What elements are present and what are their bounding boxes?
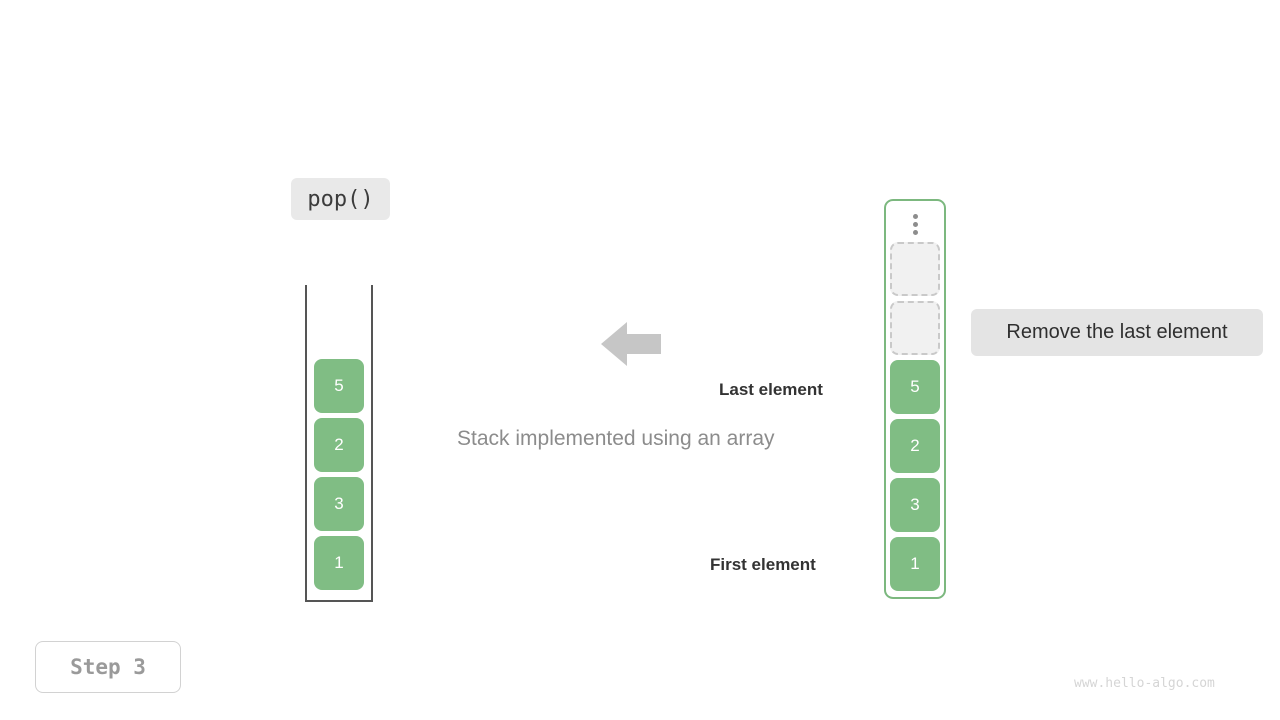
stack-cell: 5 (314, 359, 364, 413)
array-empty-slot (890, 242, 940, 296)
tooltip-remove-last-element: Remove the last element (971, 309, 1263, 356)
stack-cell: 1 (314, 536, 364, 590)
array-container: 5 2 3 1 (884, 199, 946, 599)
watermark: www.hello-algo.com (1074, 676, 1215, 691)
first-element-annotation: First element (710, 555, 816, 574)
step-badge: Step 3 (35, 641, 181, 693)
ellipsis-dot (912, 230, 918, 235)
ellipsis-dot (912, 214, 918, 219)
stack-cell: 2 (314, 418, 364, 472)
array-cell: 3 (890, 478, 940, 532)
last-element-annotation: Last element (719, 380, 823, 399)
arrow-left-icon (601, 320, 661, 368)
stack-cell-list: 5 2 3 1 (307, 359, 371, 590)
ellipsis-dot (912, 222, 918, 227)
stack-container: 5 2 3 1 (305, 285, 373, 602)
operation-label: pop() (291, 178, 390, 220)
array-cell: 1 (890, 537, 940, 591)
diagram-caption: Stack implemented using an array (457, 427, 775, 450)
stack-cell: 3 (314, 477, 364, 531)
array-cell-list: 5 2 3 1 (886, 242, 944, 591)
array-empty-slot (890, 301, 940, 355)
array-cell: 2 (890, 419, 940, 473)
vertical-ellipsis-icon (886, 214, 944, 235)
array-cell: 5 (890, 360, 940, 414)
